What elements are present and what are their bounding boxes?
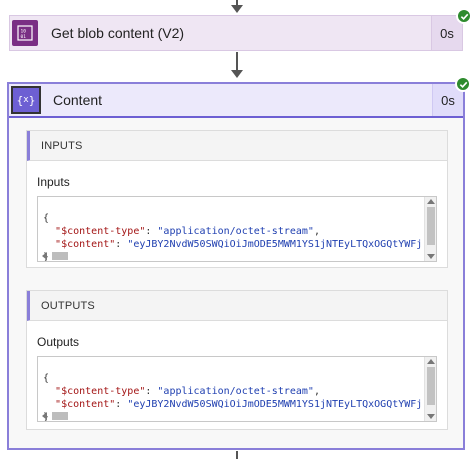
flow-arrow-down-icon <box>231 70 243 78</box>
curly-braces-icon: {x} <box>11 86 41 114</box>
inputs-vertical-scrollbar[interactable] <box>424 197 436 261</box>
scroll-up-icon[interactable] <box>427 359 435 364</box>
outputs-code-viewer[interactable]: { "$content-type": "application/octet-st… <box>37 356 437 422</box>
blob-storage-icon: 10 01 <box>12 20 38 46</box>
action-card-content-expanded: {x} Content 0s INPUTS Inputs { "$content… <box>7 82 465 450</box>
success-check-icon <box>456 8 472 24</box>
outputs-section-header[interactable]: OUTPUTS <box>27 291 447 321</box>
action-duration: 0s <box>431 16 462 50</box>
outputs-label: Outputs <box>37 335 80 349</box>
action-title: Content <box>53 92 103 108</box>
scroll-thumb[interactable] <box>427 207 435 245</box>
scroll-up-icon[interactable] <box>427 199 435 204</box>
flow-connector-middle <box>236 52 238 72</box>
scroll-down-icon[interactable] <box>427 414 435 419</box>
svg-text:10: 10 <box>21 29 27 35</box>
inputs-code-viewer[interactable]: { "$content-type": "application/octet-st… <box>37 196 437 262</box>
inputs-label: Inputs <box>37 175 70 189</box>
outputs-vertical-scrollbar[interactable] <box>424 357 436 421</box>
flow-arrow-down-icon <box>231 5 243 13</box>
outputs-horizontal-scroll-thumb[interactable] <box>52 412 68 420</box>
action-title: Get blob content (V2) <box>51 25 185 41</box>
scroll-down-icon[interactable] <box>427 254 435 259</box>
flow-connector-top <box>236 0 238 8</box>
inputs-code-text: { "$content-type": "application/octet-st… <box>43 213 422 262</box>
inputs-section: INPUTS Inputs { "$content-type": "applic… <box>26 130 448 268</box>
inputs-section-header[interactable]: INPUTS <box>27 131 447 161</box>
scroll-thumb[interactable] <box>427 367 435 405</box>
svg-text:01: 01 <box>21 34 27 40</box>
flow-connector-bottom <box>236 451 238 459</box>
scroll-left-icon[interactable] <box>42 252 47 260</box>
action-header-content[interactable]: {x} Content 0s <box>9 84 463 118</box>
outputs-section: OUTPUTS Outputs { "$content-type": "appl… <box>26 290 448 430</box>
outputs-code-text: { "$content-type": "application/octet-st… <box>43 373 422 422</box>
scroll-left-icon[interactable] <box>42 412 47 420</box>
success-check-icon <box>455 76 471 92</box>
action-card-get-blob-content[interactable]: 10 01 Get blob content (V2) 0s <box>9 15 463 51</box>
inputs-horizontal-scroll-thumb[interactable] <box>52 252 68 260</box>
